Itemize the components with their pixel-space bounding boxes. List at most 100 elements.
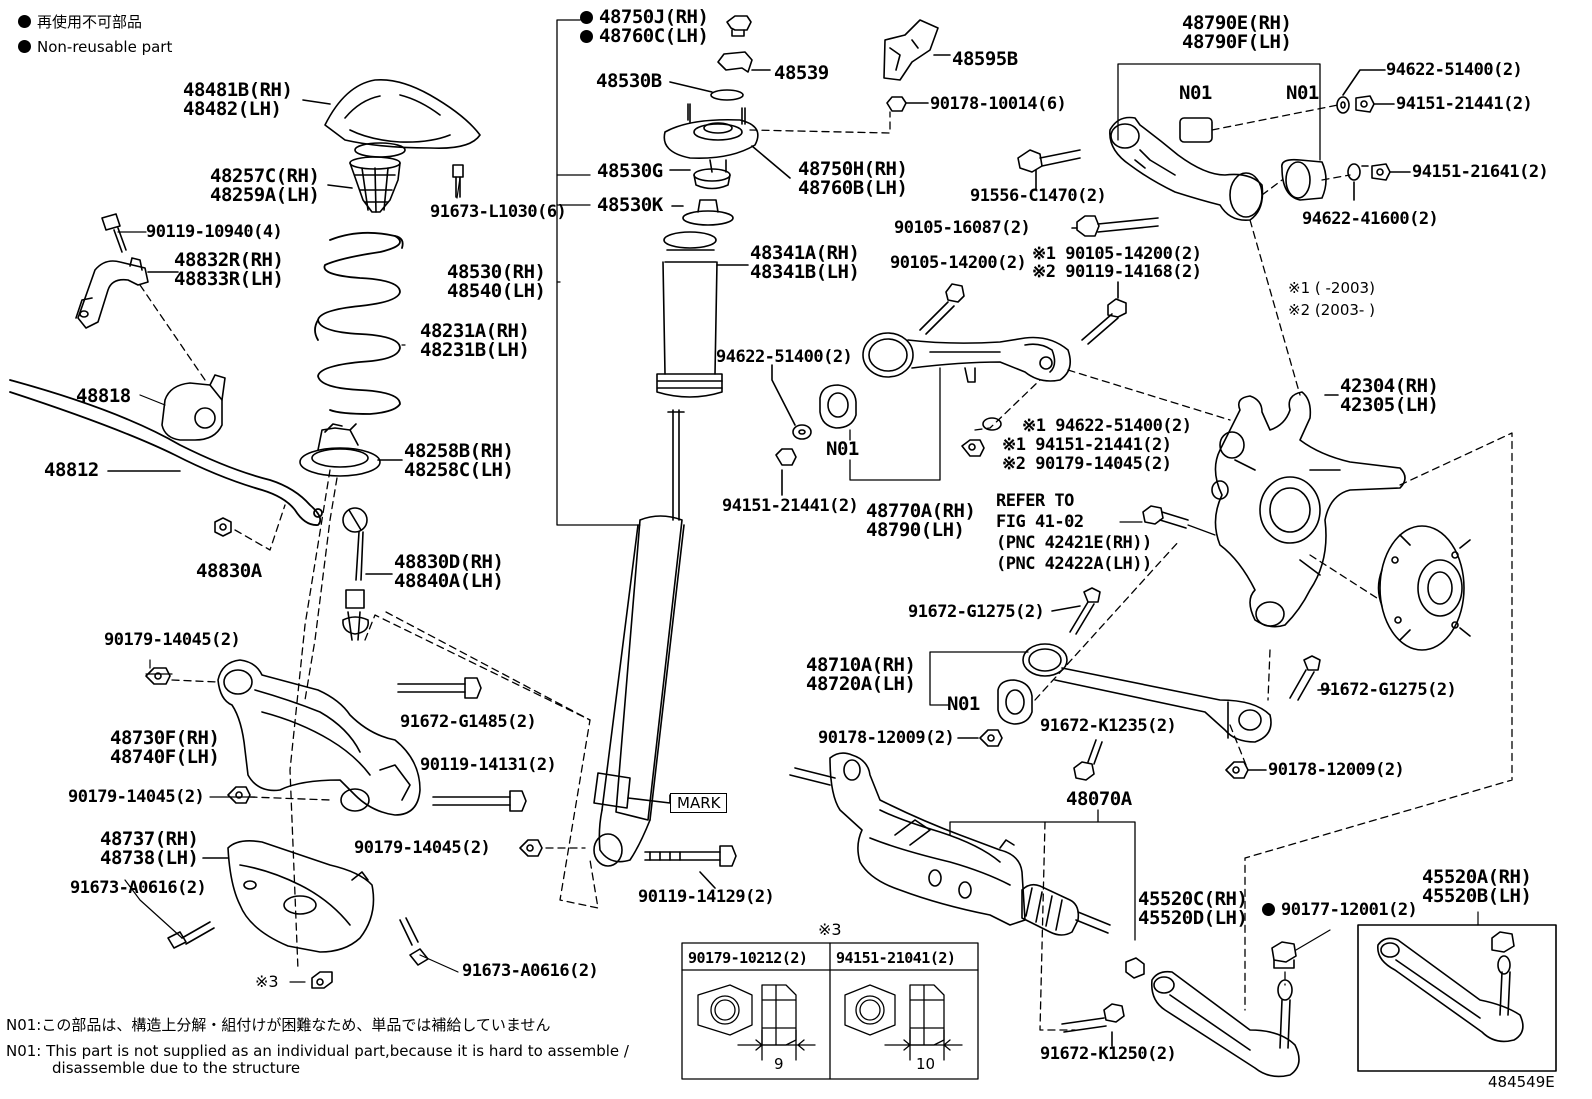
label-90179-center: 90179-14045(2) [354, 838, 491, 858]
mark3-inset-table [681, 942, 979, 1080]
label-n01-upper-left: N01 [1179, 82, 1212, 104]
bolt-mark1-90105 [1081, 298, 1127, 345]
label-48539: 48539 [774, 62, 829, 84]
label-48790e: 48790E(RH)48790F(LH) [1182, 12, 1292, 53]
lateral-arm-45520a [1377, 931, 1524, 1043]
label-48750h: 48750H(RH)48760B(LH) [798, 158, 908, 199]
bolt-91672-k1250 [1061, 1003, 1125, 1033]
label-94622-51400-top: 94622-51400(2) [1386, 60, 1523, 80]
nut-90179-center [519, 839, 543, 857]
nut-94151-21641 [1371, 163, 1391, 181]
coil-spring-part [314, 231, 404, 415]
label-91672-g1485: 91672-G1485(2) [400, 712, 537, 732]
label-91673-l1030: 91673-L1030(6) [430, 202, 567, 222]
nut-90177-12001 [1271, 941, 1297, 969]
label-94151-21441-top: 94151-21441(2) [1396, 94, 1533, 114]
label-45520c: 45520C(RH)45520D(LH) [1138, 888, 1248, 929]
washer-48530b [710, 89, 744, 101]
label-48530: 48530(RH)48540(LH) [447, 261, 546, 302]
label-mark1-94622: ※1 94622-51400(2) [1022, 416, 1192, 436]
label-mark1-94151: ※1 94151-21441(2) [1002, 435, 1172, 455]
label-94622-41600: 94622-41600(2) [1302, 209, 1439, 229]
rod-end-boot-part [1021, 883, 1111, 936]
label-94622-51400-mid: 94622-51400(2) [716, 347, 853, 367]
bolt-refer-fig41-02 [1142, 505, 1189, 529]
label-48595b: 48595B [952, 48, 1018, 70]
upper-arm-48790e [1109, 116, 1327, 222]
label-48812: 48812 [44, 459, 99, 481]
upper-arm-48770a [862, 332, 1071, 383]
bolt-90119-14131 [432, 790, 527, 812]
bolt-90119-14129 [644, 845, 737, 867]
bolt-91673-a0616-right [399, 917, 429, 966]
inset-part-right: 94151-21041(2) [836, 949, 956, 967]
stabilizer-bushing-part [161, 374, 226, 441]
non-reusable-dot-icon [18, 15, 31, 28]
label-48231a: 48231A(RH)48231B(LH) [420, 320, 530, 361]
label-48737: 48737(RH)48738(LH) [100, 828, 199, 869]
lower-arm-cover-part [227, 840, 375, 953]
label-94151-21441-mid: 94151-21441(2) [722, 496, 859, 516]
nut-94151-21441-mid [775, 448, 797, 466]
label-45520a: 45520A(RH)45520B(LH) [1422, 866, 1532, 907]
label-48818: 48818 [76, 385, 131, 407]
legend-en: Non-reusable part [18, 39, 172, 55]
bracket-48539 [717, 51, 753, 73]
label-90178-10014: 90178-10014(6) [930, 94, 1067, 114]
note-n01-en-cont: disassemble due to the structure [52, 1059, 301, 1077]
bolt-90119-10940 [101, 213, 127, 253]
nut-48830a [214, 517, 232, 537]
non-reusable-dot-icon [580, 11, 593, 24]
stabilizer-link-part [342, 507, 370, 641]
label-91556: 91556-C1470(2) [970, 186, 1107, 206]
label-91673-a0616-right: 91673-A0616(2) [462, 961, 599, 981]
label-90179-middle: 90179-14045(2) [68, 787, 205, 807]
label-90179-upper: 90179-14045(2) [104, 630, 241, 650]
label-90177-12001: 90177-12001(2) [1262, 902, 1418, 919]
bushing-n01-lower [997, 679, 1033, 725]
shock-absorber-part [593, 409, 685, 867]
nut-90179-upper [145, 667, 171, 685]
lower-control-arm-part [217, 659, 421, 816]
note-n01-en: N01: This part is not supplied as an ind… [6, 1042, 629, 1060]
label-90105-14200: 90105-14200(2) [890, 253, 1027, 273]
label-90119-14131: 90119-14131(2) [420, 755, 557, 775]
inset-dim-left: 9 [774, 1055, 784, 1073]
washer-mark1-94622 [982, 417, 1002, 431]
label-90178-12009-right: 90178-12009(2) [1268, 760, 1405, 780]
label-48530k: 48530K [597, 194, 663, 216]
bolt-91672-k1235 [1073, 739, 1103, 781]
label-mark3: ※3 [255, 972, 279, 991]
sheet-id: 484549E [1488, 1073, 1555, 1091]
label-48710a: 48710A(RH)48720A(LH) [806, 654, 916, 695]
axle-hub-part [1377, 525, 1471, 651]
non-reusable-dot-icon [1262, 903, 1275, 916]
nut-90178-12009-left [979, 729, 1003, 747]
label-48341a: 48341A(RH)48341B(LH) [750, 242, 860, 283]
bolt-90105-14200 [919, 283, 965, 335]
label-91672-k1235: 91672-K1235(2) [1040, 716, 1177, 736]
stabilizer-bracket-part [75, 257, 149, 329]
stabilizer-bar-part [9, 379, 323, 526]
label-90119-14129: 90119-14129(2) [638, 887, 775, 907]
spring-seat-48530k [682, 199, 734, 226]
label-91672-g1275-right: 91672-G1275(2) [1320, 680, 1457, 700]
label-48258b: 48258B(RH)48258C(LH) [404, 440, 514, 481]
label-n01-middle: N01 [826, 438, 859, 460]
label-48530g: 48530G [597, 160, 663, 182]
label-mark2-90179: ※2 90179-14045(2) [1002, 454, 1172, 474]
bolt-91672-g1275-right [1289, 655, 1321, 701]
rear-knuckle-part [1211, 391, 1406, 628]
label-n01-upper-right: N01 [1286, 82, 1319, 104]
label-91672-k1250: 91672-K1250(2) [1040, 1044, 1177, 1064]
bolt-91672-g1485 [397, 677, 482, 699]
sensor-connector-48595b [883, 19, 939, 81]
nut-90178-12009-right [1225, 761, 1249, 779]
label-n01-lower: N01 [947, 693, 980, 715]
label-91673-a0616-left: 91673-A0616(2) [70, 878, 207, 898]
toe-control-link-assembly-part [789, 752, 1026, 926]
bolt-91672-g1275-upper [1069, 587, 1101, 635]
note-mark2-years: ※2 (2003- ) [1288, 301, 1375, 319]
